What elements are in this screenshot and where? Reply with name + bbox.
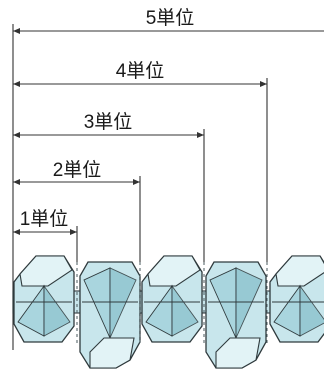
module-facet [43,284,71,337]
chain-module [13,255,75,343]
arrowhead-right [260,81,267,87]
arrowhead-left [13,229,20,235]
dimension-lines: 5単位 4単位 3単位 2単位 1単位 [12,7,324,350]
chain-module [269,255,324,343]
module-face [89,337,135,369]
chain-module [141,255,203,343]
dimension-4-unit: 4単位 [13,60,268,262]
arrowhead-right [197,132,204,138]
module-face [215,337,261,369]
dimension-label: 2単位 [53,159,102,181]
chain-module [205,261,267,369]
chain-module [79,261,141,369]
module-facet [299,284,324,337]
dimension-1-unit: 1単位 [13,208,78,262]
arrowhead-left [13,132,20,138]
dimension-2-unit: 2単位 [13,159,141,262]
module-face [147,255,201,287]
module-face [19,255,73,287]
arrowhead-right [133,179,140,185]
dimension-label: 5単位 [146,7,195,29]
dimension-label: 3単位 [84,111,133,133]
arrowhead-left [13,28,20,34]
module-face [275,255,324,287]
arrowhead-left [13,81,20,87]
dimension-5-unit: 5単位 [13,7,324,34]
module-facet [109,267,137,339]
dimension-3-unit: 3単位 [13,111,205,262]
dimension-label: 1単位 [20,208,69,230]
module-facet [235,267,263,339]
chain-modules [12,255,324,369]
module-facet [171,284,199,337]
arrowhead-left [13,179,20,185]
arrowhead-right [70,229,77,235]
dimension-label: 4単位 [116,60,165,82]
